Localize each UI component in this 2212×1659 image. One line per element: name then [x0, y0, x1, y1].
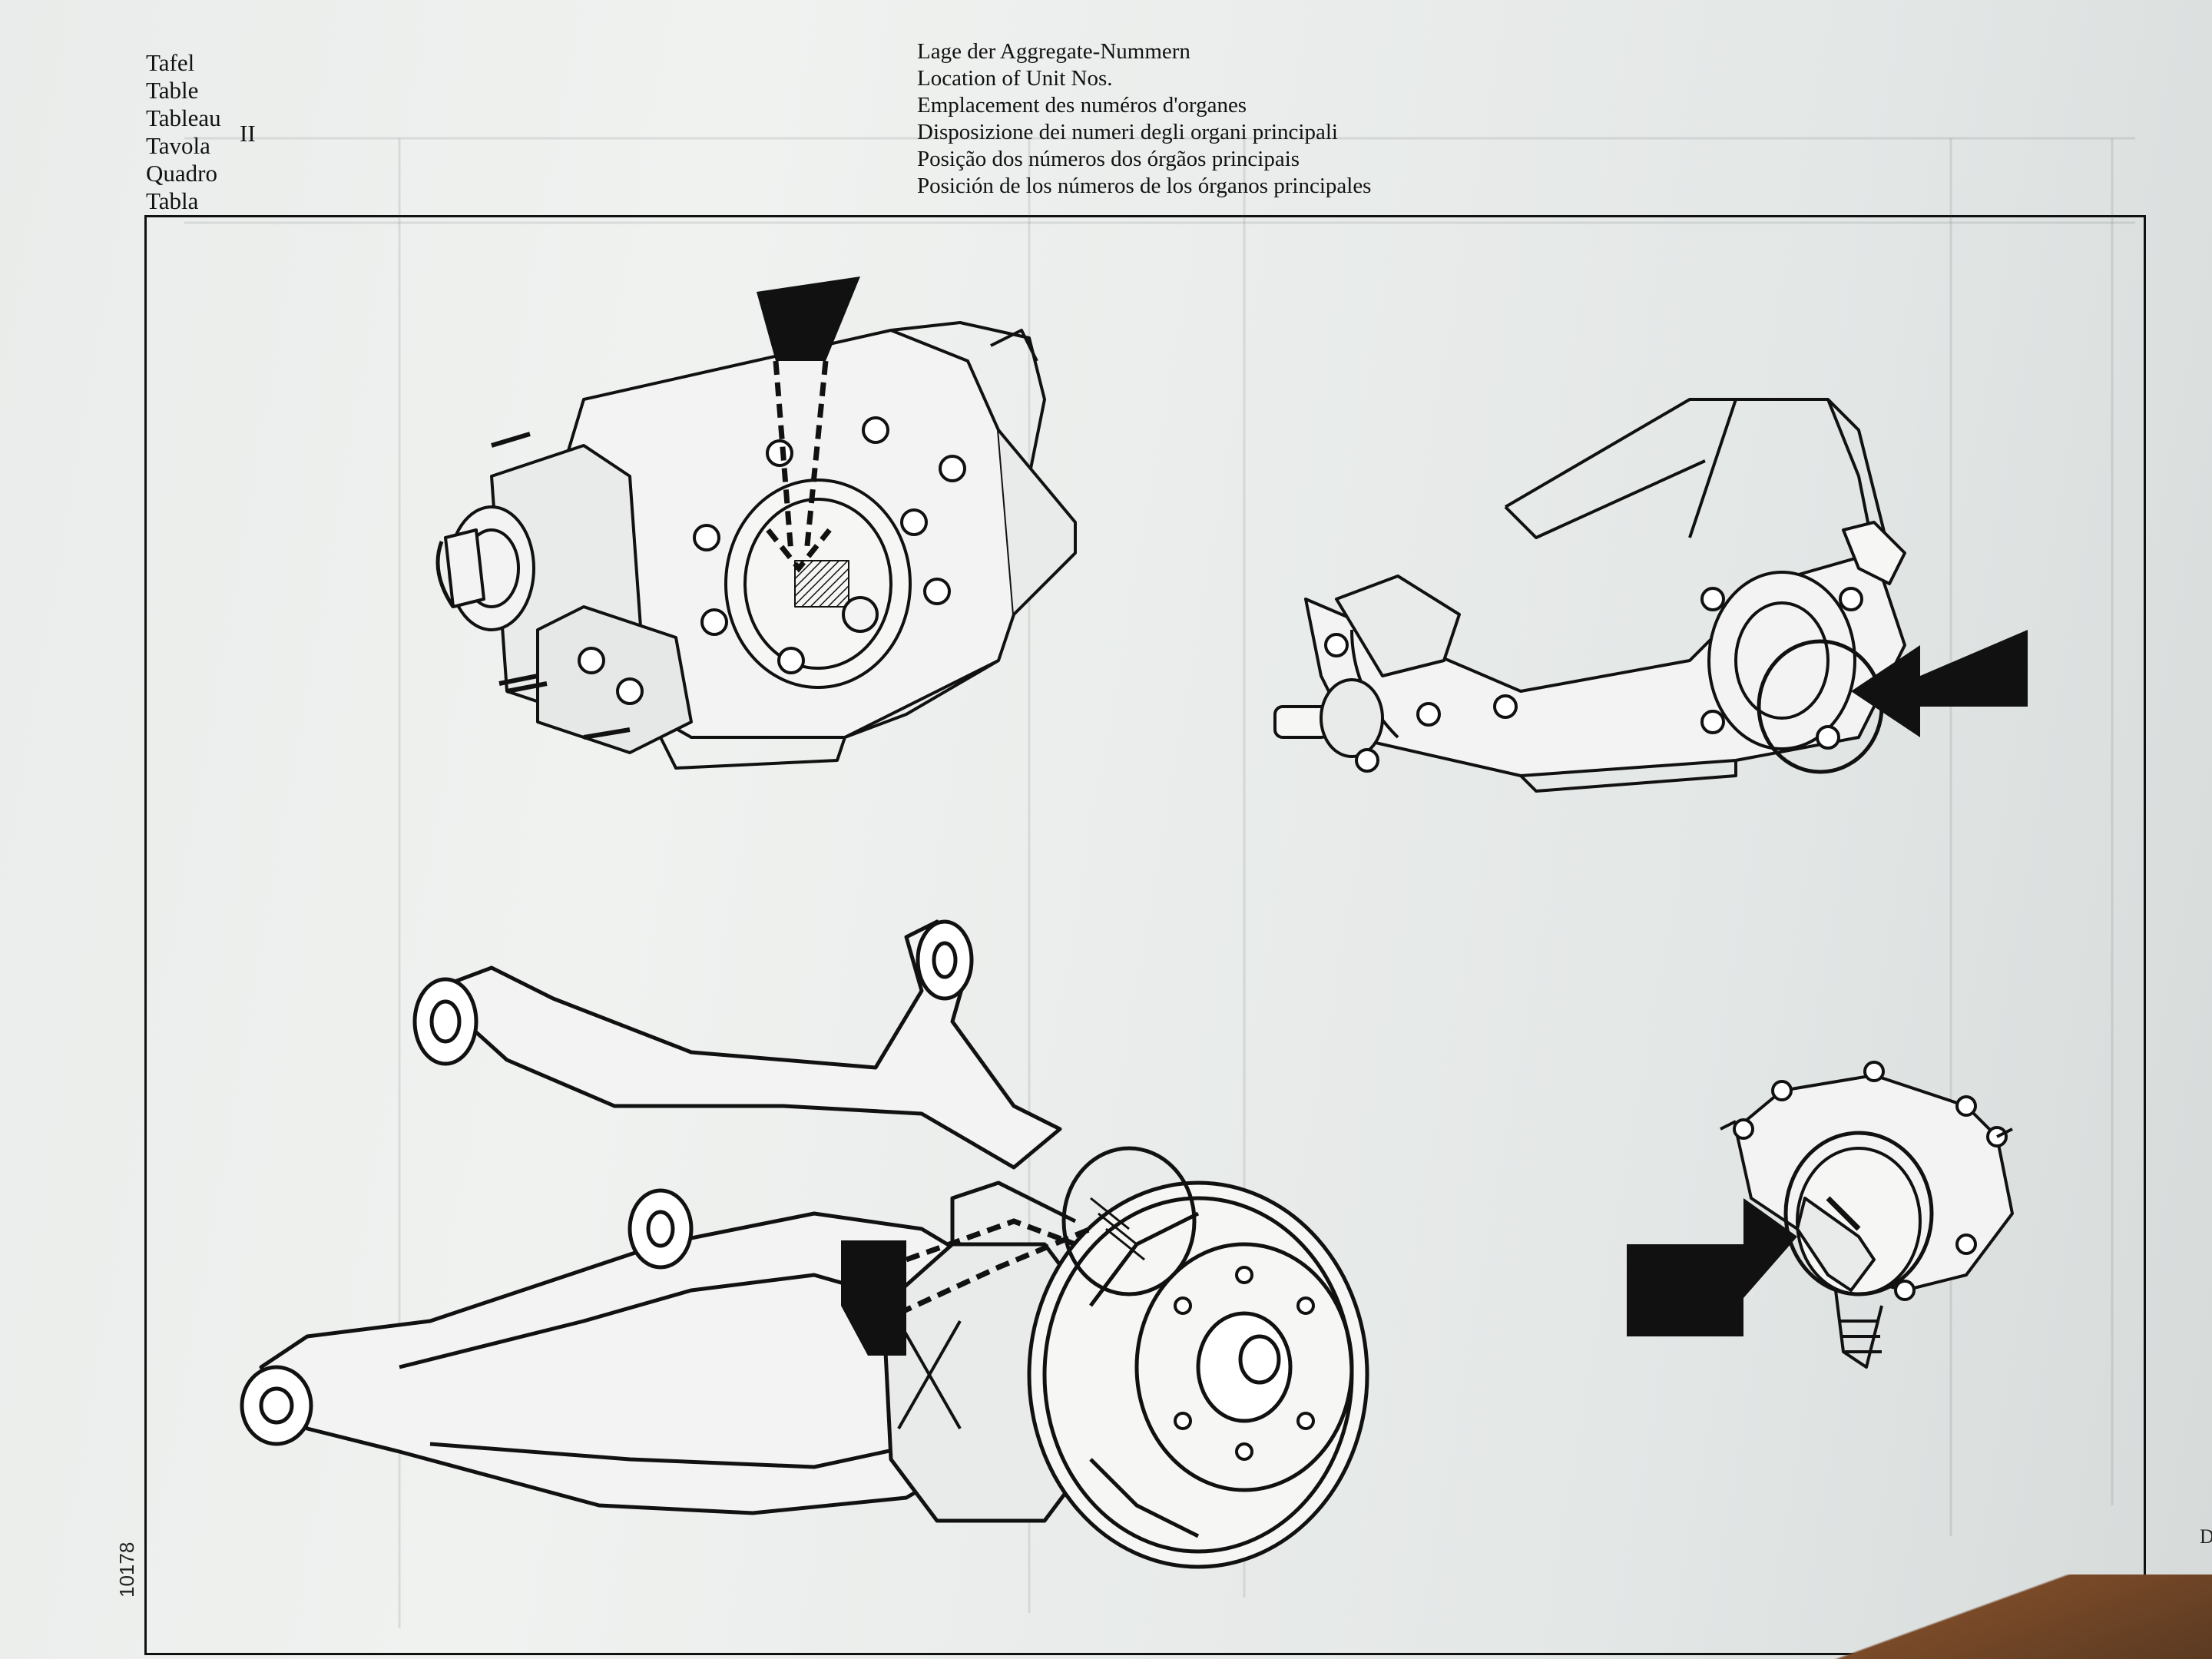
- label-tabla: Tabla: [146, 187, 199, 214]
- title-german: Lage der Aggregate-Nummern: [917, 39, 1190, 64]
- document-side-code: 10178: [115, 1541, 138, 1598]
- bleed-through-rules: [184, 137, 2135, 1628]
- title-portuguese: Posição dos números dos órgãos principai…: [917, 147, 1300, 171]
- title-english: Location of Unit Nos.: [917, 66, 1113, 91]
- label-table: Table: [146, 77, 199, 104]
- differential-number-marker: [1851, 630, 2028, 737]
- engine-number-marker: [757, 276, 860, 573]
- title-french: Emplacement des numéros d'organes: [917, 93, 1247, 118]
- table-label-list: Tafel Table Tableau Tavola Quadro Tabla: [146, 49, 221, 215]
- title-italian: Disposizione dei numeri degli organi pri…: [917, 120, 1338, 144]
- label-quadro: Quadro: [146, 160, 217, 187]
- suspension-number-marker: [841, 1218, 1092, 1356]
- label-tavola: Tavola: [146, 132, 210, 159]
- label-tableau: Tableau: [146, 104, 221, 131]
- steering-gear-drawing: [1720, 1061, 2014, 1369]
- plate-number: II: [240, 120, 256, 147]
- engine-block-drawing: [435, 321, 1077, 770]
- corner-letter: D: [2200, 1525, 2212, 1548]
- suspension-drawing: [240, 919, 1369, 1569]
- title-list: Lage der Aggregate-Nummern Location of U…: [917, 38, 1371, 200]
- label-tafel: Tafel: [146, 49, 195, 76]
- rear-axle-drawing: [1273, 398, 1906, 793]
- steering-number-marker: [1627, 1198, 1797, 1336]
- title-spanish: Posición de los números de los órganos p…: [917, 174, 1372, 198]
- illustration-frame: [144, 215, 2146, 1655]
